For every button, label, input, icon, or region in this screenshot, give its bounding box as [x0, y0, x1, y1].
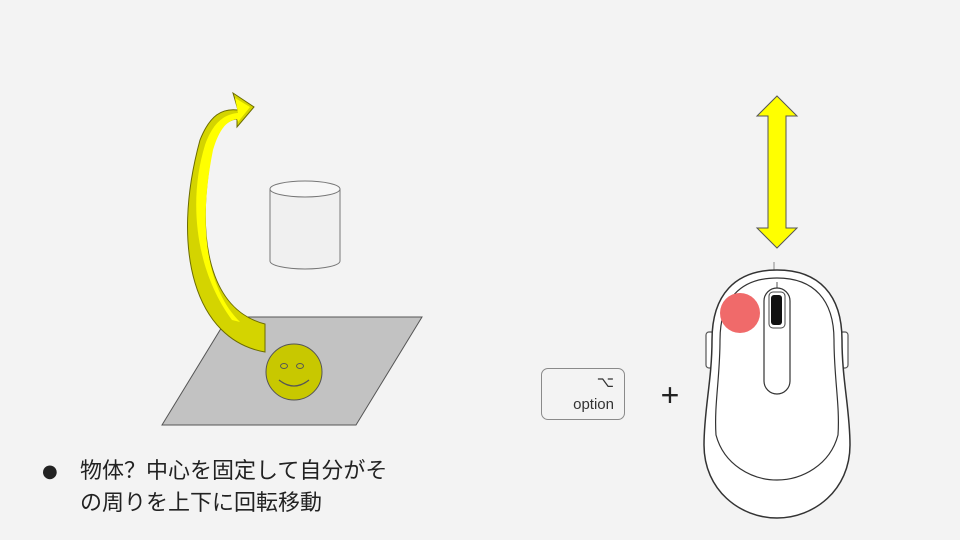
- option-key: ⌥ option: [541, 368, 625, 420]
- bullet-icon: ●: [42, 461, 58, 482]
- option-symbol-icon: ⌥: [596, 373, 614, 391]
- mouse-icon: [703, 262, 851, 519]
- vertical-double-arrow-icon: [755, 95, 799, 249]
- caption-line-2: の周りを上下に回転移動: [80, 491, 323, 516]
- curved-arrow-icon: [187, 91, 266, 353]
- caption-line-1: 物体？中心を固定して自分がそ: [80, 459, 388, 484]
- plus-sign: +: [660, 377, 680, 413]
- left-button-highlight: [720, 293, 760, 333]
- smiley-icon: [265, 343, 323, 401]
- cylinder-icon: [269, 180, 341, 270]
- option-key-label: option: [573, 396, 614, 413]
